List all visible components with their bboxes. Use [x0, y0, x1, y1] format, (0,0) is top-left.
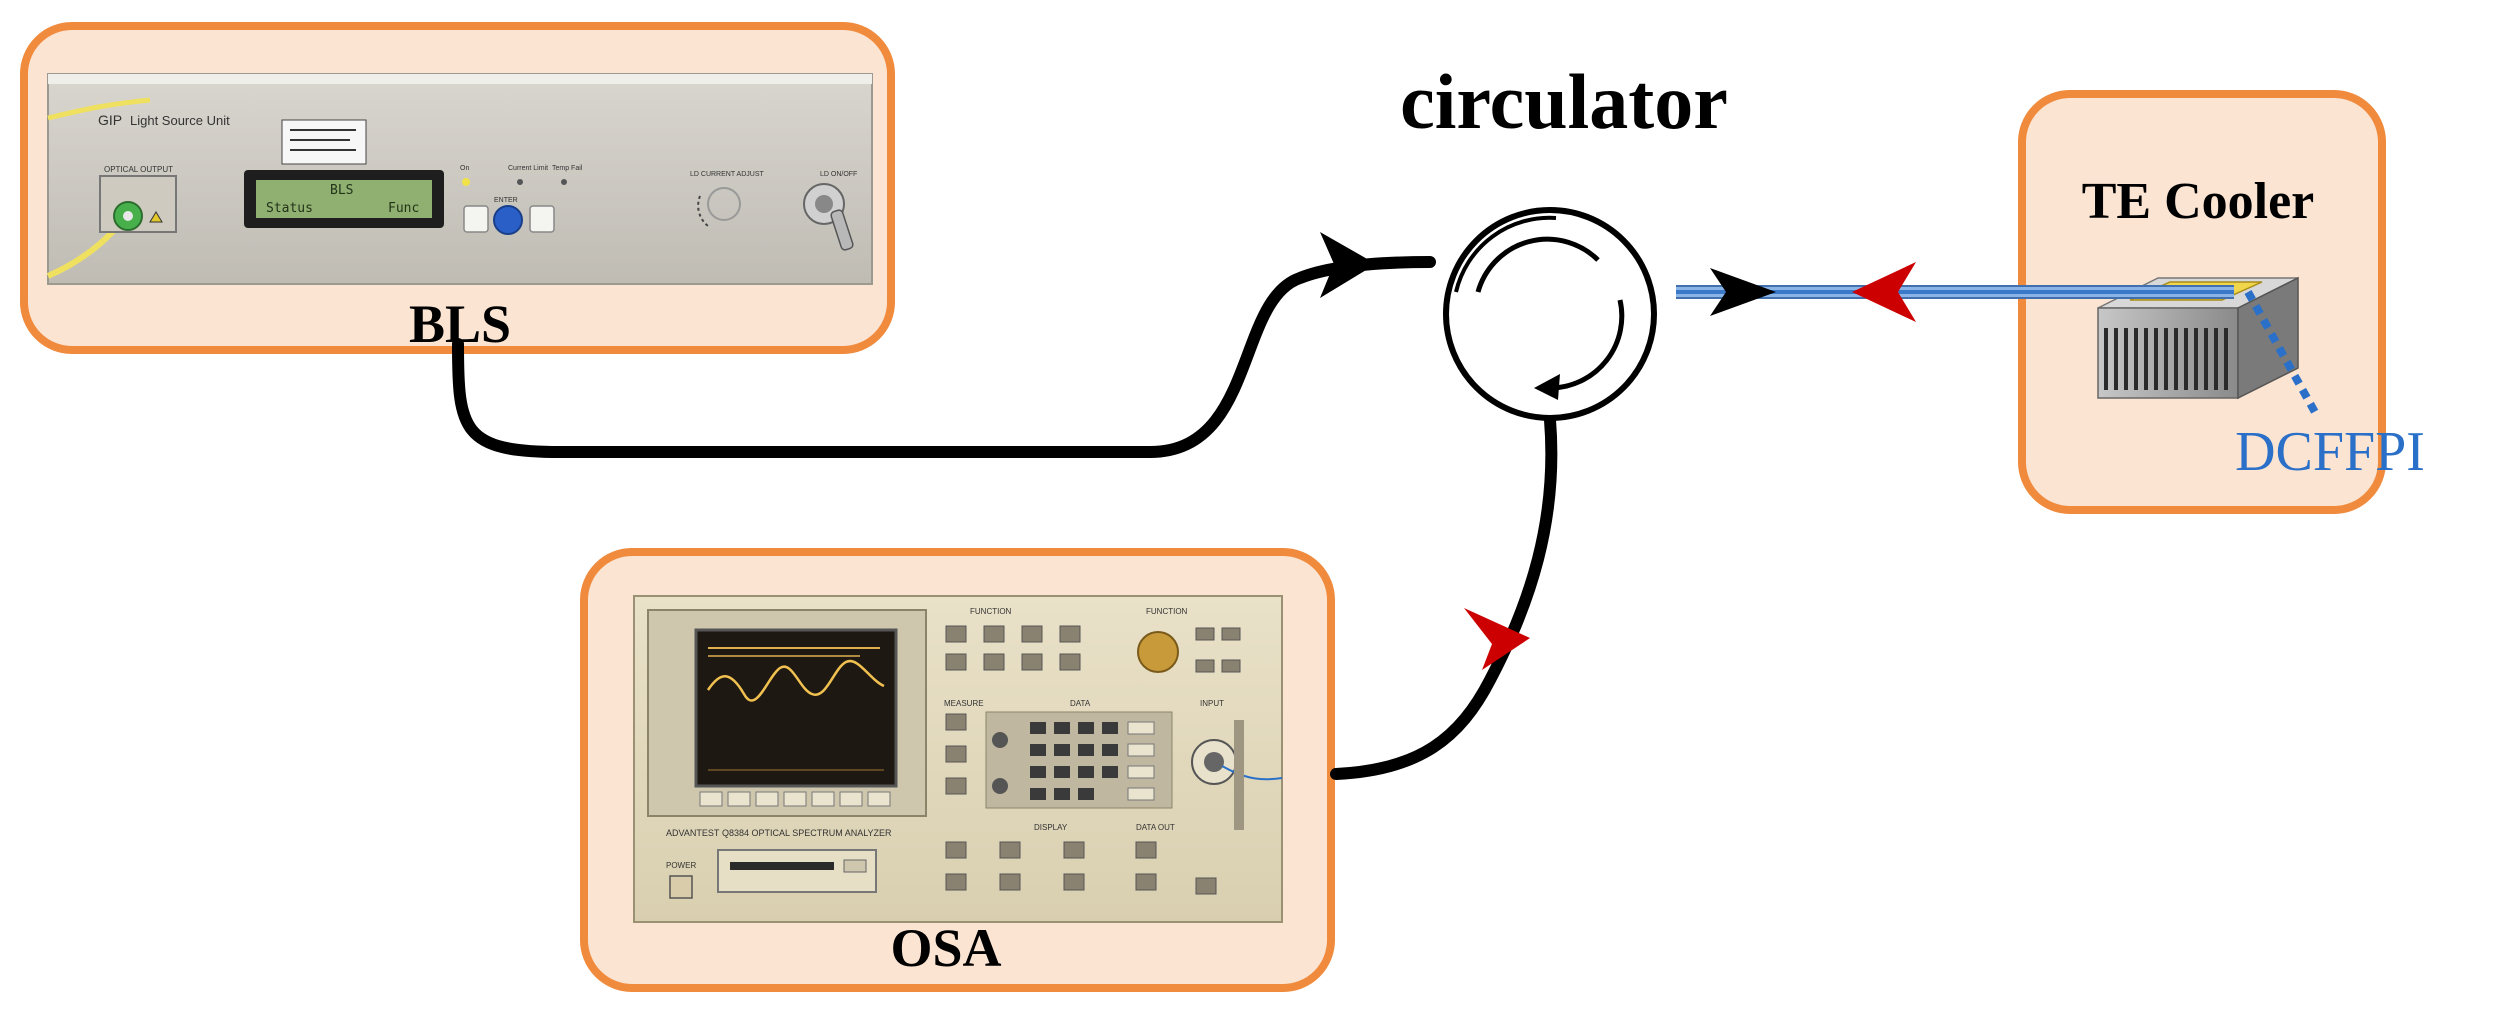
bls-enter-button[interactable]: [493, 205, 523, 235]
bls-enter-label: ENTER: [494, 197, 518, 204]
osa-instrument-photo: ADVANTEST Q8384 OPTICAL SPECTRUM ANALYZE…: [633, 595, 1283, 923]
bls-optical-port[interactable]: OPTICAL OUTPUT: [99, 165, 177, 233]
osa-label: OSA: [890, 918, 1001, 978]
dcffpi-pointer: [2244, 290, 2320, 416]
osa-floppy-drive[interactable]: [717, 849, 877, 893]
osa-data-out-label: DATA OUT: [1136, 823, 1175, 832]
fiber-circulator-to-osa: [1330, 414, 1558, 780]
bls-indicator-label-temp: Temp Fail: [552, 165, 583, 172]
osa-side-keys[interactable]: [1195, 627, 1241, 673]
bls-knob-label: LD CURRENT ADJUST: [690, 171, 764, 178]
osa-brand-text: ADVANTEST: [666, 828, 720, 838]
bls-brand-text: GIP: [98, 112, 122, 128]
te-cooler-label: TE Cooler: [2082, 173, 2315, 230]
osa-keypad[interactable]: [985, 711, 1173, 809]
te-cooler-box: TE Cooler DCFFPI: [2018, 90, 2425, 514]
osa-measure-label: MEASURE: [944, 699, 984, 708]
bls-lcd-display: BLS Status Func: [244, 170, 444, 228]
bls-right-button[interactable]: [529, 205, 555, 233]
osa-input-label: INPUT: [1200, 699, 1224, 708]
bls-indicator-current-led: [517, 179, 523, 185]
bls-lcd-line2-right: Func: [388, 201, 419, 216]
bls-lcd-line2-left: Status: [266, 201, 313, 216]
osa-function-keys[interactable]: [945, 625, 1081, 671]
arrow-red-to-osa: [1464, 608, 1530, 670]
osa-function-knob[interactable]: [1137, 631, 1179, 673]
osa-screen: [694, 628, 898, 788]
osa-soft-keys[interactable]: [699, 791, 891, 807]
bls-label-sticker: [281, 119, 367, 165]
bls-current-knob[interactable]: [707, 187, 741, 221]
bls-indicator-label-current: Current Limit: [508, 165, 548, 172]
osa-model-text: Q8384 OPTICAL SPECTRUM ANALYZER: [722, 828, 892, 838]
osa-measure-keys[interactable]: [945, 713, 967, 795]
bls-key-switch[interactable]: [803, 183, 854, 251]
circulator-label: circulator: [1400, 58, 1728, 145]
bls-box: GIP Light Source Unit OPTICAL OUTPUT BLS…: [20, 22, 895, 354]
arrow-red-from-dcffpi: [1852, 262, 1916, 322]
bls-unit-name-text: Light Source Unit: [130, 113, 230, 128]
arrow-black-into-circulator: [1320, 232, 1376, 298]
bls-left-button[interactable]: [463, 205, 489, 233]
osa-power-button[interactable]: [669, 875, 693, 899]
osa-data-label: DATA: [1070, 699, 1091, 708]
bls-instrument-photo: GIP Light Source Unit OPTICAL OUTPUT BLS…: [46, 73, 873, 285]
arrow-black-to-dcffpi: [1710, 268, 1776, 316]
bls-key-label: LD ON/OFF: [820, 171, 857, 178]
bls-lcd-line1: BLS: [330, 183, 353, 198]
circulator-icon: [1443, 207, 1657, 421]
osa-spectrum-trace: [706, 659, 885, 702]
osa-function-label-2: FUNCTION: [1146, 607, 1188, 616]
bls-port-label: OPTICAL OUTPUT: [104, 165, 173, 174]
osa-box: ADVANTEST Q8384 OPTICAL SPECTRUM ANALYZE…: [580, 548, 1335, 992]
dcffpi-label: DCFFPI: [2235, 421, 2425, 483]
bls-indicator-label-on: On: [460, 165, 469, 172]
osa-input-rail: [1234, 720, 1244, 830]
osa-display-label: DISPLAY: [1034, 823, 1068, 832]
bls-indicator-temp-led: [561, 179, 567, 185]
bls-indicator-on-led: [462, 178, 470, 186]
osa-function-label-1: FUNCTION: [970, 607, 1012, 616]
osa-power-label: POWER: [666, 861, 696, 870]
osa-display-keys[interactable]: [945, 841, 1217, 895]
